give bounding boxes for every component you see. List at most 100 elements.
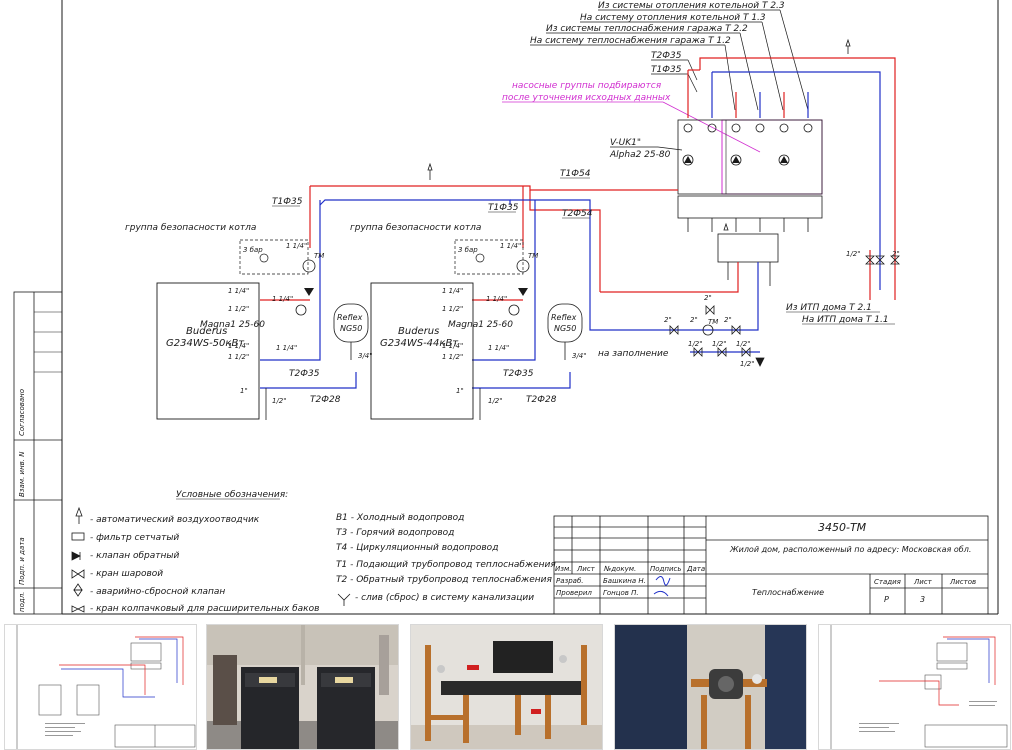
svg-text:1/2": 1/2" — [846, 250, 861, 258]
svg-text:NG50: NG50 — [340, 324, 362, 333]
svg-text:2": 2" — [690, 316, 698, 324]
stamp-replace: Взам. инв. N — [18, 451, 26, 497]
svg-text:2": 2" — [664, 316, 672, 324]
svg-text:Проверил: Проверил — [556, 589, 592, 597]
svg-text:Magna1 25-60: Magna1 25-60 — [200, 320, 265, 330]
svg-text:1/2": 1/2" — [736, 340, 751, 348]
svg-text:2": 2" — [704, 294, 712, 302]
svg-text:Reflex: Reflex — [337, 313, 363, 322]
svg-text:Т2Ф35: Т2Ф35 — [503, 369, 534, 379]
sheet-frame — [13, 0, 999, 615]
title-block-text: 3450-ТМ Жилой дом, расположенный по адре… — [555, 521, 976, 604]
svg-text:Т1Ф35: Т1Ф35 — [488, 203, 519, 213]
svg-text:1": 1" — [456, 387, 464, 395]
signature-mark — [653, 576, 671, 597]
label-t1f35-top: Т1Ф35 — [651, 65, 682, 75]
label-t23: Из системы отопления котельной Т 2.3 — [598, 1, 785, 11]
note-magenta: насосные группы подбираются после уточне… — [502, 81, 823, 195]
svg-text:Лист: Лист — [913, 578, 933, 586]
distribution-manifold: V-UK1" Alpha2 25-80 — [609, 119, 823, 286]
title-block — [553, 515, 989, 615]
svg-text:Подпись: Подпись — [650, 565, 682, 573]
label-fill: на заполнение — [598, 349, 669, 359]
thumbnail-4[interactable] — [614, 624, 807, 750]
stamp-agreed: Согласовано — [18, 389, 26, 436]
svg-text:3 бар: 3 бар — [458, 246, 478, 254]
svg-text:1 1/4": 1 1/4" — [272, 295, 293, 303]
svg-text:Дата: Дата — [686, 565, 705, 573]
thumbnail-1[interactable] — [4, 624, 197, 750]
side-stamps: Согласовано Взам. инв. N Подп. и дата по… — [18, 389, 26, 612]
svg-text:ТМ: ТМ — [708, 318, 718, 326]
symbol-legend: Условные обозначения: - автоматический в… — [71, 490, 319, 614]
svg-text:3/4": 3/4" — [572, 352, 587, 360]
svg-text:Т2Ф35: Т2Ф35 — [289, 369, 320, 379]
svg-text:1/2": 1/2" — [740, 360, 755, 368]
svg-text:Buderus: Buderus — [186, 326, 227, 337]
label-vuk: V-UK1" — [610, 138, 641, 148]
label-itp-in: Из ИТП дома Т 2.1 — [786, 303, 872, 313]
svg-text:3: 3 — [920, 595, 925, 604]
svg-text:G234WS-44кВт: G234WS-44кВт — [380, 338, 459, 349]
svg-text:1 1/4": 1 1/4" — [442, 342, 463, 350]
svg-text:Листов: Листов — [949, 578, 976, 586]
thumbnail-5[interactable] — [818, 624, 1011, 750]
supply-pipes — [260, 57, 896, 301]
label-itp-out: На ИТП дома Т 1.1 — [802, 315, 889, 325]
svg-text:- фильтр сетчатый: - фильтр сетчатый — [90, 533, 179, 543]
svg-text:Т3 - Горячий водопровод: Т3 - Горячий водопровод — [336, 528, 454, 538]
svg-text:1/2": 1/2" — [488, 397, 503, 405]
svg-text:G234WS-50кВт: G234WS-50кВт — [166, 338, 245, 349]
svg-text:- аварийно-сбросной клапан: - аварийно-сбросной клапан — [90, 587, 225, 597]
label-t13: На систему отопления котельной Т 1.3 — [580, 13, 766, 23]
svg-text:Т2Ф28: Т2Ф28 — [310, 395, 341, 405]
valves-right — [669, 255, 900, 367]
svg-text:1 1/4": 1 1/4" — [276, 344, 297, 352]
top-labels: Из системы отопления котельной Т 2.3 На … — [530, 1, 809, 111]
svg-text:Гонцов П.: Гонцов П. — [603, 589, 639, 597]
svg-text:Reflex: Reflex — [551, 313, 577, 322]
svg-text:Лист: Лист — [576, 565, 596, 573]
svg-text:Т4 - Циркуляционный водопровод: Т4 - Циркуляционный водопровод — [336, 543, 498, 553]
svg-text:1/2": 1/2" — [712, 340, 727, 348]
stamp-original: подл. — [18, 592, 26, 612]
svg-text:1 1/2": 1 1/2" — [442, 353, 463, 361]
svg-text:2": 2" — [892, 250, 900, 258]
svg-text:1 1/4": 1 1/4" — [488, 344, 509, 352]
pipe-legend: В1 - Холодный водопровод Т3 - Горячий во… — [336, 513, 556, 606]
label-group-2: группа безопасности котла — [350, 223, 481, 233]
doc-object: Жилой дом, расположенный по адресу: Моск… — [729, 545, 971, 554]
svg-text:Башкина Н.: Башкина Н. — [603, 577, 646, 585]
svg-text:насосные группы подбираются: насосные группы подбираются — [512, 81, 662, 91]
svg-text:Т2Ф28: Т2Ф28 — [526, 395, 557, 405]
svg-text:1 1/4": 1 1/4" — [228, 287, 249, 295]
svg-text:Buderus: Buderus — [398, 326, 439, 337]
svg-text:2": 2" — [724, 316, 732, 324]
thumbnail-3[interactable] — [410, 624, 603, 750]
doc-section: Теплоснабжение — [752, 588, 824, 597]
boiler-1: Buderus G234WS-50кВт группа безопасности… — [125, 223, 373, 420]
svg-text:Magna1 25-60: Magna1 25-60 — [448, 320, 513, 330]
svg-text:- автоматический воздухоотводч: - автоматический воздухоотводчик — [90, 515, 260, 525]
svg-text:Т1 - Подающий трубопровод тепл: Т1 - Подающий трубопровод теплоснабжения — [336, 560, 556, 570]
svg-text:3 бар: 3 бар — [243, 246, 263, 254]
svg-text:1/2": 1/2" — [688, 340, 703, 348]
svg-text:Разраб.: Разраб. — [556, 577, 584, 585]
svg-text:- клапан обратный: - клапан обратный — [90, 551, 179, 561]
svg-text:Р: Р — [884, 595, 889, 604]
svg-text:- кран колпачковый для расшири: - кран колпачковый для расширительных ба… — [90, 604, 319, 614]
svg-text:1/2": 1/2" — [272, 397, 287, 405]
label-t2f35-top: Т2Ф35 — [651, 51, 682, 61]
svg-text:1 1/2": 1 1/2" — [228, 353, 249, 361]
svg-text:В1 - Холодный водопровод: В1 - Холодный водопровод — [336, 513, 464, 523]
label-alpha: Alpha2 25-80 — [609, 150, 671, 160]
svg-text:1 1/4": 1 1/4" — [228, 342, 249, 350]
svg-text:Т1Ф54: Т1Ф54 — [560, 169, 591, 179]
doc-code: 3450-ТМ — [818, 521, 867, 534]
svg-text:NG50: NG50 — [554, 324, 576, 333]
svg-text:1 1/4": 1 1/4" — [286, 242, 307, 250]
stamp-sign: Подп. и дата — [18, 537, 26, 585]
thumbnail-2[interactable] — [206, 624, 399, 750]
svg-text:- кран шаровой: - кран шаровой — [90, 569, 163, 579]
svg-text:Изм.: Изм. — [555, 565, 571, 573]
